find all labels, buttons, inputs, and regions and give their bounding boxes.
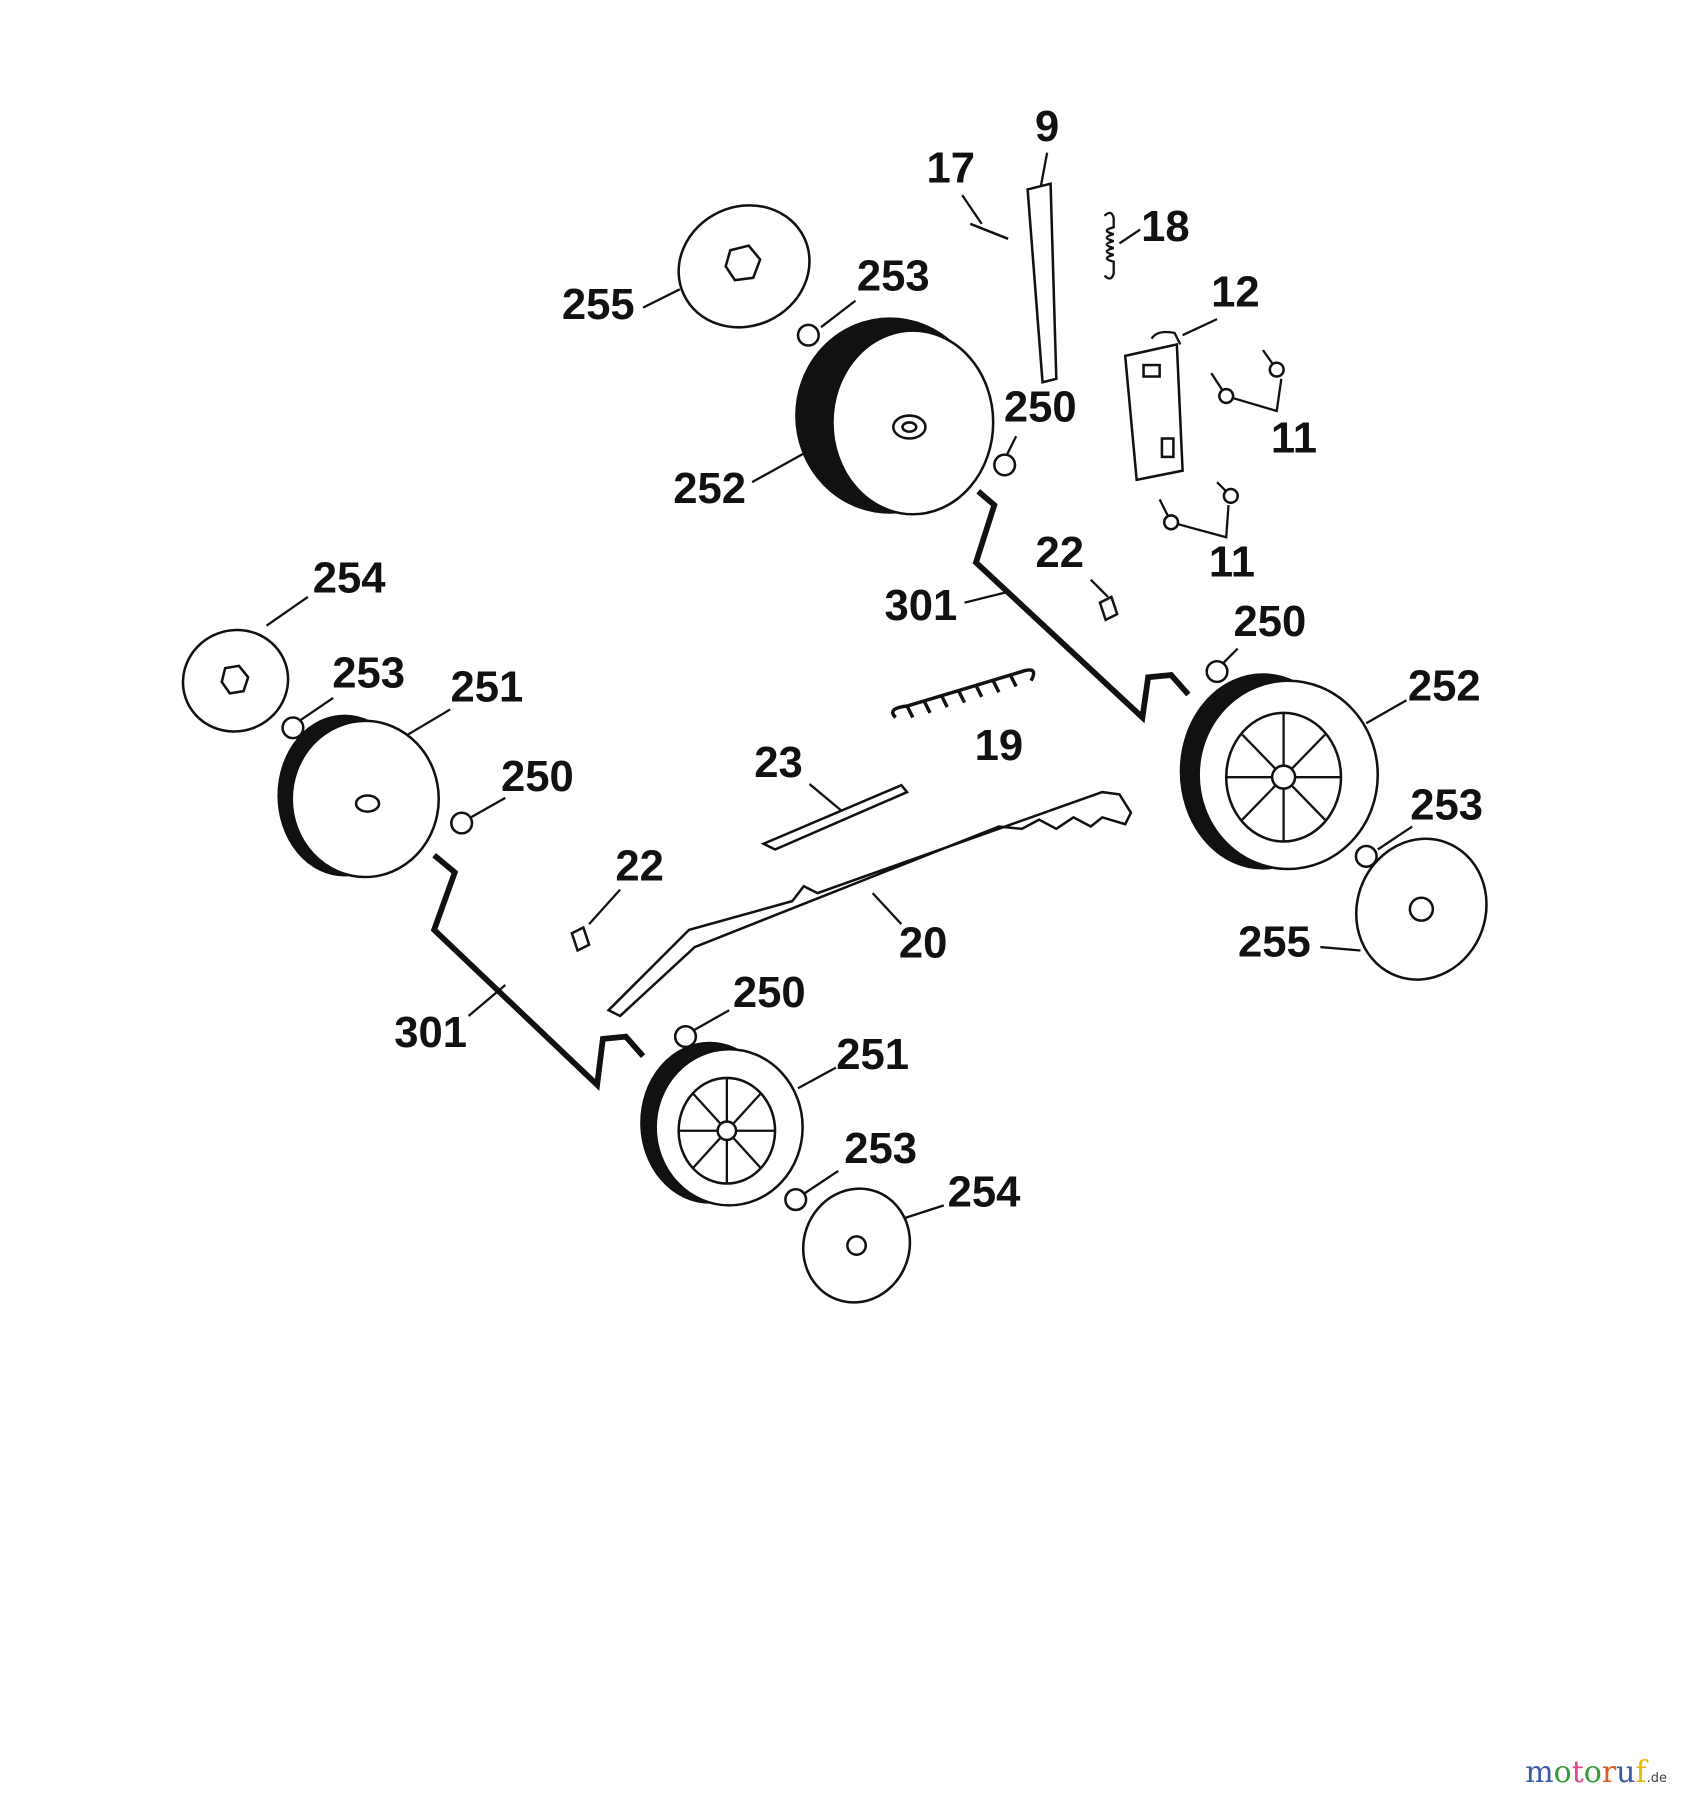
callout-251: 251 (836, 1031, 909, 1079)
watermark-letter: m (1525, 1755, 1554, 1790)
washers (281, 323, 1378, 1212)
callout-250: 250 (501, 753, 574, 801)
callout-19: 19 (975, 722, 1024, 770)
wheel-251-left (277, 714, 440, 879)
leader-lines (265, 152, 1413, 1221)
spring-18 (1103, 211, 1115, 280)
watermark-tld: .de (1646, 1771, 1667, 1786)
axle-301-right (972, 489, 1191, 724)
watermark-brand: motoruf (1525, 1755, 1646, 1790)
screws-11 (1158, 349, 1285, 531)
callout-301: 301 (884, 582, 957, 630)
callout-255: 255 (1238, 918, 1311, 966)
callout-252: 252 (1408, 662, 1481, 710)
height-lever-20 (606, 790, 1133, 1018)
callout-250: 250 (733, 969, 806, 1017)
callout-250: 250 (1004, 383, 1077, 431)
watermark-letter: f (1635, 1755, 1647, 1790)
callout-250: 250 (1233, 598, 1306, 646)
hub-cap-255-top (677, 204, 811, 329)
wheel-251-bottom (640, 1041, 804, 1207)
callout-labels: 9 17 18 255 253 12 11 250 252 11 22 301 … (313, 103, 1483, 1216)
plate-12 (1123, 330, 1184, 482)
link-23 (760, 783, 910, 851)
watermark-letter: u (1616, 1755, 1636, 1790)
callout-22: 22 (615, 843, 664, 891)
callout-301: 301 (394, 1009, 467, 1057)
callout-17: 17 (926, 145, 975, 193)
spring-19 (891, 668, 1036, 719)
callout-253: 253 (332, 650, 405, 698)
callout-23: 23 (754, 739, 803, 787)
pin-17 (969, 222, 1009, 240)
callout-22: 22 (1036, 529, 1085, 577)
watermark-letter: o (1553, 1755, 1572, 1790)
callout-254: 254 (948, 1169, 1022, 1217)
clip-22-left (570, 925, 591, 953)
callout-18: 18 (1141, 203, 1190, 251)
callout-253: 253 (1410, 782, 1483, 830)
callout-254: 254 (313, 554, 387, 602)
watermark-letter: r (1601, 1755, 1617, 1790)
callout-251: 251 (451, 663, 524, 711)
hub-cap-255-right (1354, 837, 1488, 981)
clip-22-right (1098, 595, 1119, 622)
callout-12: 12 (1211, 269, 1260, 317)
lever-9 (1026, 182, 1058, 384)
watermark-letter: t (1571, 1755, 1584, 1790)
callout-11: 11 (1209, 538, 1255, 586)
watermark-letter: o (1583, 1755, 1602, 1790)
callout-9: 9 (1035, 103, 1059, 151)
wheel-252-top (795, 317, 995, 516)
hub-cap-254-left (181, 628, 290, 733)
callout-253: 253 (857, 252, 930, 300)
wheel-252-right (1179, 673, 1380, 871)
callout-255: 255 (562, 281, 635, 329)
callout-20: 20 (899, 919, 948, 967)
callout-252: 252 (673, 465, 746, 513)
axle-301-left (430, 853, 646, 1091)
callout-11: 11 (1271, 414, 1317, 462)
watermark-logo: motoruf.de (1525, 1755, 1667, 1790)
hub-cap-254-bottom (801, 1187, 912, 1304)
callout-253: 253 (844, 1125, 917, 1173)
